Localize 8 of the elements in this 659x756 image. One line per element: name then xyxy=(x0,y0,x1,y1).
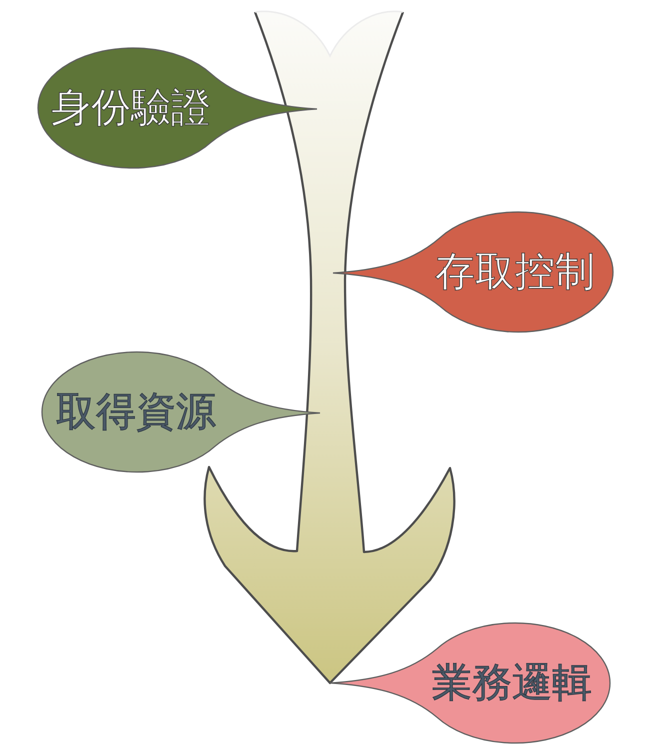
callout-text: 取得資源 xyxy=(56,392,216,432)
speech-bubble xyxy=(328,621,612,745)
speech-bubble xyxy=(40,350,322,474)
callout-text: 業務邏輯 xyxy=(432,663,592,703)
callout-text: 身份驗證 xyxy=(51,88,211,128)
speech-bubble xyxy=(331,210,615,334)
speech-bubble xyxy=(36,46,319,170)
callout-text: 存取控制 xyxy=(435,252,595,292)
